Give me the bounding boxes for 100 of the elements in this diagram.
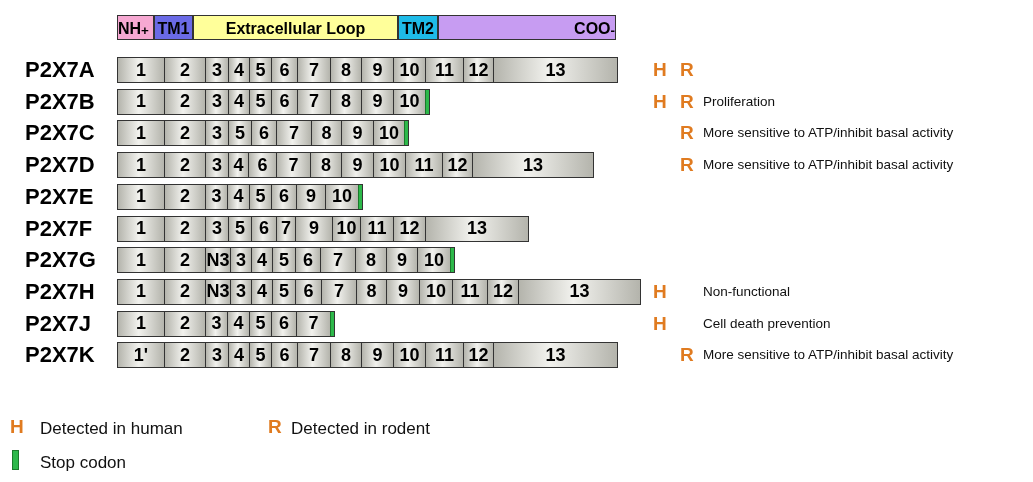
exon-box: 6 xyxy=(271,311,296,336)
exon-box: 10 xyxy=(393,89,425,114)
exon-box: 3 xyxy=(205,311,227,336)
transcript-bar xyxy=(117,278,641,305)
isoform-name: P2X7J xyxy=(25,310,92,337)
exon-box: 2 xyxy=(164,89,205,114)
exon-box: 7 xyxy=(296,311,330,336)
exon-box: 11 xyxy=(425,343,463,368)
exon-box: 11 xyxy=(360,216,393,241)
domain-band: TM2 xyxy=(398,15,438,40)
exon-box: 7 xyxy=(321,279,356,304)
exon-box: 7 xyxy=(297,89,330,114)
legend-text: Stop codon xyxy=(40,452,126,474)
exon-box: 1 xyxy=(118,153,164,178)
exon-box: 2 xyxy=(164,311,205,336)
legend-key: R xyxy=(268,414,282,440)
exon-box: 5 xyxy=(228,121,251,146)
exon-box: 4 xyxy=(228,58,249,82)
transcript-bar xyxy=(117,247,455,274)
function-note: More sensitive to ATP/inhibit basal activity xyxy=(703,156,954,175)
exon-box: 11 xyxy=(425,58,463,82)
exon-box: 3 xyxy=(205,216,228,241)
legend-text: Detected in rodent xyxy=(291,418,430,440)
transcript-bar xyxy=(117,57,618,83)
exon-box: 10 xyxy=(393,343,425,368)
exon-box: 13 xyxy=(493,58,617,82)
exon-box: 12 xyxy=(393,216,425,241)
function-note: More sensitive to ATP/inhibit basal activity xyxy=(703,346,954,365)
exon-box: 5 xyxy=(228,216,251,241)
transcript-bar xyxy=(117,310,335,337)
isoform-name: P2X7E xyxy=(25,183,94,210)
species-mark: R xyxy=(680,121,694,146)
exon-box: 13 xyxy=(425,216,528,241)
exon-box: 10 xyxy=(325,184,358,209)
exon-box: 1 xyxy=(118,279,164,304)
exon-box: 1 xyxy=(118,311,164,336)
exon-box: 4 xyxy=(227,184,249,209)
exon-box: 8 xyxy=(355,248,386,273)
function-note: More sensitive to ATP/inhibit basal activity xyxy=(703,124,954,143)
exon-box: 11 xyxy=(452,279,487,304)
exon-box: 13 xyxy=(493,343,617,368)
exon-box: 9 xyxy=(341,153,373,178)
exon-box: 3 xyxy=(230,279,251,304)
exon-box: 13 xyxy=(472,153,593,178)
isoform-name: P2X7H xyxy=(25,278,95,305)
exon-box: 3 xyxy=(230,248,251,273)
exon-box: 11 xyxy=(405,153,442,178)
exon-box: 5 xyxy=(249,58,271,82)
exon-box: 8 xyxy=(310,153,341,178)
stop-codon-mark xyxy=(330,311,334,336)
isoform-name: P2X7G xyxy=(25,247,96,274)
species-mark: R xyxy=(680,89,694,114)
exon-box: 10 xyxy=(393,58,425,82)
exon-box: 2 xyxy=(164,153,205,178)
transcript-bar xyxy=(117,88,430,115)
species-mark: H xyxy=(653,89,667,114)
exon-box: 2 xyxy=(164,184,205,209)
stop-codon-mark xyxy=(450,248,454,273)
legend-key: H xyxy=(10,414,24,440)
exon-box: 9 xyxy=(341,121,373,146)
exon-box: 12 xyxy=(487,279,518,304)
exon-box: 3 xyxy=(205,184,227,209)
exon-box: 3 xyxy=(205,58,228,82)
exon-box: 8 xyxy=(330,58,361,82)
exon-box: 6 xyxy=(271,184,296,209)
exon-box: 9 xyxy=(295,216,332,241)
exon-box: 12 xyxy=(463,343,493,368)
exon-box: 10 xyxy=(373,153,405,178)
exon-box: 9 xyxy=(386,248,417,273)
exon-box: 1 xyxy=(118,121,164,146)
exon-box: 4 xyxy=(251,248,272,273)
exon-box: 6 xyxy=(248,153,276,178)
exon-box: 4 xyxy=(251,279,272,304)
domain-band: Extracellular Loop xyxy=(193,15,398,40)
exon-box: 13 xyxy=(518,279,640,304)
exon-box: 4 xyxy=(228,89,249,114)
legend-text: Detected in human xyxy=(40,418,183,440)
exon-box: 12 xyxy=(442,153,472,178)
exon-box: 6 xyxy=(271,89,297,114)
exon-box: 9 xyxy=(361,89,393,114)
exon-box: 4 xyxy=(228,343,249,368)
species-mark: R xyxy=(680,153,694,178)
exon-box: 7 xyxy=(297,343,330,368)
exon-box: 7 xyxy=(297,58,330,82)
exon-box: 1 xyxy=(118,89,164,114)
transcript-bar xyxy=(117,120,409,147)
exon-box: 10 xyxy=(373,121,404,146)
stop-codon-mark xyxy=(404,121,408,146)
exon-box: 1 xyxy=(118,216,164,241)
function-note: Cell death prevention xyxy=(703,314,831,333)
exon-box: 9 xyxy=(296,184,325,209)
exon-box: 2 xyxy=(164,279,205,304)
exon-box: 6 xyxy=(295,248,320,273)
exon-box: 9 xyxy=(386,279,419,304)
exon-box: 6 xyxy=(251,216,276,241)
isoform-name: P2X7A xyxy=(25,57,95,83)
transcript-bar xyxy=(117,183,363,210)
exon-box: 7 xyxy=(320,248,355,273)
transcript-bar xyxy=(117,152,594,179)
exon-box: 5 xyxy=(272,279,295,304)
